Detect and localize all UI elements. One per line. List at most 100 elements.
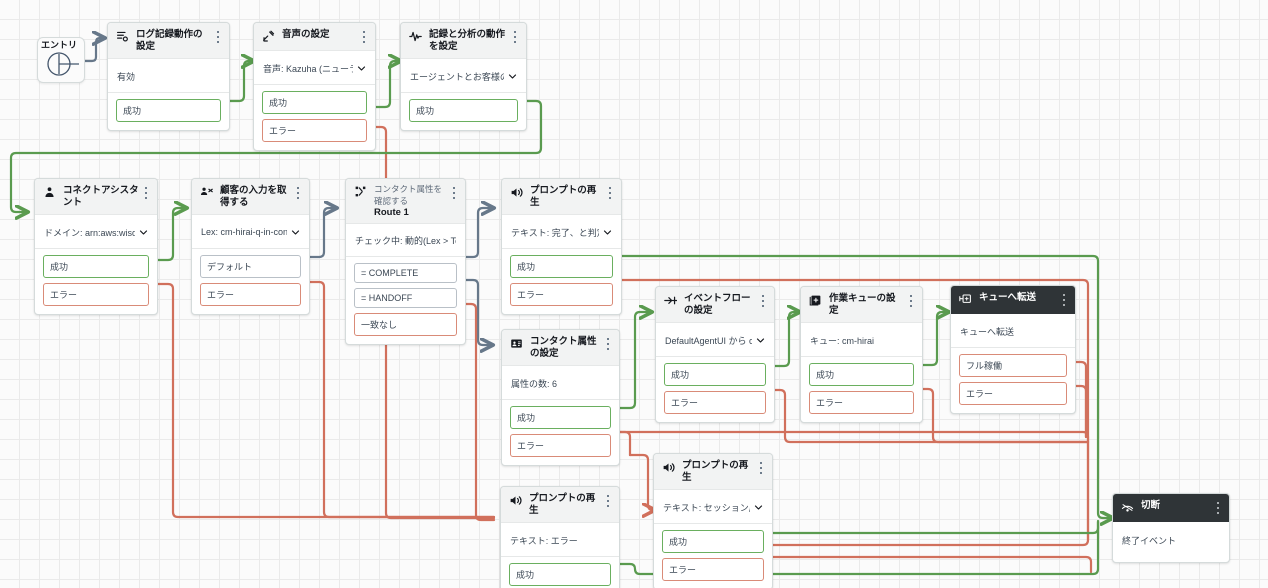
- chevron-down-icon[interactable]: [603, 228, 612, 237]
- node-menu-button[interactable]: [605, 187, 615, 199]
- play-prompt-icon: [662, 461, 675, 474]
- node-transfer-to-queue[interactable]: キューへ転送 キューへ転送 フル稼働 エラー: [950, 285, 1076, 414]
- node-body[interactable]: 音声: Kazuha (ニューラル...: [254, 51, 375, 85]
- node-check-contact-attributes[interactable]: コンタクト属性を確認する Route 1 チェック中: 動的(Lex > Too…: [345, 178, 466, 345]
- node-body-text: エージェントとお客様の音...: [410, 71, 504, 82]
- port-default[interactable]: デフォルト: [200, 255, 301, 278]
- node-play-prompt-2[interactable]: プロンプトの再生 テキスト: セッション属性... 成功 エラー: [653, 453, 773, 588]
- node-menu-button[interactable]: [510, 31, 520, 43]
- node-body[interactable]: DefaultAgentUI から cm-...: [656, 323, 774, 357]
- chevron-down-icon[interactable]: [139, 228, 148, 237]
- node-body-text: 終了イベント: [1122, 536, 1177, 546]
- node-body[interactable]: テキスト: 完了、と判定さ...: [502, 215, 621, 249]
- port-error[interactable]: エラー: [662, 558, 764, 581]
- port-success[interactable]: 成功: [510, 255, 613, 278]
- node-connect-assistant[interactable]: コネクトアシスタント ドメイン: arn:aws:wisdom... 成功 エラ…: [34, 178, 158, 315]
- node-get-customer-input[interactable]: 顧客の入力を取得する Lex: cm-hirai-q-in-connec... …: [191, 178, 310, 315]
- port-error[interactable]: エラー: [200, 283, 301, 306]
- node-ports: 成功 エラー: [502, 400, 619, 465]
- port-error[interactable]: エラー: [664, 391, 766, 414]
- play-prompt-icon: [510, 186, 523, 199]
- chevron-down-icon[interactable]: [291, 228, 300, 237]
- node-menu-button[interactable]: [603, 338, 613, 350]
- port-error[interactable]: エラー: [43, 283, 149, 306]
- port-complete[interactable]: = COMPLETE: [354, 263, 457, 283]
- node-header: プロンプトの再生: [654, 454, 772, 490]
- node-menu-button[interactable]: [1213, 502, 1223, 514]
- set-working-queue-icon: [809, 294, 822, 307]
- port-success[interactable]: 成功: [116, 99, 221, 122]
- node-body[interactable]: ドメイン: arn:aws:wisdom...: [35, 215, 157, 249]
- port-no-match[interactable]: 一致なし: [354, 313, 457, 336]
- node-menu-button[interactable]: [758, 295, 768, 307]
- node-menu-button[interactable]: [449, 187, 459, 199]
- node-body[interactable]: エージェントとお客様の音...: [401, 59, 526, 93]
- node-body-text: DefaultAgentUI から cm-...: [665, 335, 752, 346]
- node-body-text: テキスト: セッション属性...: [663, 502, 750, 513]
- port-success[interactable]: 成功: [43, 255, 149, 278]
- port-success[interactable]: 成功: [662, 530, 764, 553]
- node-header: コンタクト属性の設定: [502, 330, 619, 366]
- node-header: コンタクト属性を確認する Route 1: [346, 179, 465, 224]
- voice-icon: [262, 30, 275, 43]
- chevron-down-icon[interactable]: [508, 72, 517, 81]
- node-body: キュー: cm-hirai: [801, 323, 922, 357]
- node-menu-button[interactable]: [756, 462, 766, 474]
- node-set-working-queue[interactable]: 作業キューの設定 キュー: cm-hirai 成功 エラー: [800, 286, 923, 423]
- port-success[interactable]: 成功: [262, 91, 367, 114]
- chevron-down-icon[interactable]: [754, 503, 763, 512]
- node-set-event-flow[interactable]: イベントフローの設定 DefaultAgentUI から cm-... 成功 エ…: [655, 286, 775, 423]
- port-success[interactable]: 成功: [509, 563, 611, 586]
- port-handoff[interactable]: = HANDOFF: [354, 288, 457, 308]
- node-ports: 成功 エラー: [501, 557, 619, 588]
- node-header: プロンプトの再生: [502, 179, 621, 215]
- node-body-text: テキスト: エラー: [510, 535, 578, 546]
- node-log-behavior[interactable]: ログ記録動作の設定 有効 成功: [107, 22, 230, 131]
- node-header: 記録と分析の動作を設定: [401, 23, 526, 59]
- node-header: イベントフローの設定: [656, 287, 774, 323]
- node-menu-button[interactable]: [359, 31, 369, 43]
- port-success[interactable]: 成功: [409, 99, 518, 122]
- port-error[interactable]: エラー: [510, 283, 613, 306]
- port-error[interactable]: エラー: [959, 382, 1067, 405]
- node-body-text: キューへ転送: [960, 326, 1015, 337]
- node-set-voice[interactable]: 音声の設定 音声: Kazuha (ニューラル... 成功 エラー: [253, 22, 376, 151]
- node-body: テキスト: エラー: [501, 523, 619, 557]
- node-menu-button[interactable]: [1059, 294, 1069, 306]
- transfer-to-queue-icon: [959, 293, 972, 306]
- node-title: 切断: [1141, 500, 1161, 511]
- node-menu-button[interactable]: [141, 187, 151, 199]
- port-at-capacity[interactable]: フル稼働: [959, 354, 1067, 377]
- node-title: 音声の設定: [282, 29, 330, 40]
- set-contact-attributes-icon: [510, 337, 523, 350]
- node-title: プロンプトの再生: [529, 493, 596, 516]
- node-body-text: ドメイン: arn:aws:wisdom...: [44, 227, 135, 238]
- node-menu-button[interactable]: [293, 187, 303, 199]
- node-body: 属性の数: 6: [502, 366, 619, 400]
- node-set-recording-analytics[interactable]: 記録と分析の動作を設定 エージェントとお客様の音... 成功: [400, 22, 527, 131]
- node-disconnect[interactable]: 切断 終了イベント: [1112, 493, 1230, 563]
- node-set-contact-attributes[interactable]: コンタクト属性の設定 属性の数: 6 成功 エラー: [501, 329, 620, 466]
- port-error[interactable]: エラー: [262, 119, 367, 142]
- node-menu-button[interactable]: [603, 495, 613, 507]
- node-menu-button[interactable]: [906, 295, 916, 307]
- port-success[interactable]: 成功: [664, 363, 766, 386]
- node-body: 終了イベント: [1113, 522, 1229, 562]
- chevron-down-icon[interactable]: [756, 336, 765, 345]
- node-body[interactable]: テキスト: セッション属性...: [654, 490, 772, 524]
- node-header: 音声の設定: [254, 23, 375, 51]
- port-error[interactable]: エラー: [809, 391, 914, 414]
- node-subtitle: Route 1: [374, 207, 409, 218]
- port-success[interactable]: 成功: [510, 406, 611, 429]
- port-success[interactable]: 成功: [809, 363, 914, 386]
- entry-node[interactable]: [37, 37, 85, 83]
- node-title: コンタクト属性を確認する: [374, 184, 443, 206]
- node-title: ログ記録動作の設定: [136, 29, 203, 52]
- node-menu-button[interactable]: [213, 31, 223, 43]
- port-error[interactable]: エラー: [510, 434, 611, 457]
- node-play-prompt-3[interactable]: プロンプトの再生 テキスト: エラー 成功 エラー: [500, 486, 620, 588]
- chevron-down-icon[interactable]: [357, 64, 366, 73]
- node-body[interactable]: Lex: cm-hirai-q-in-connec...: [192, 215, 309, 249]
- node-play-prompt-1[interactable]: プロンプトの再生 テキスト: 完了、と判定さ... 成功 エラー: [501, 178, 622, 315]
